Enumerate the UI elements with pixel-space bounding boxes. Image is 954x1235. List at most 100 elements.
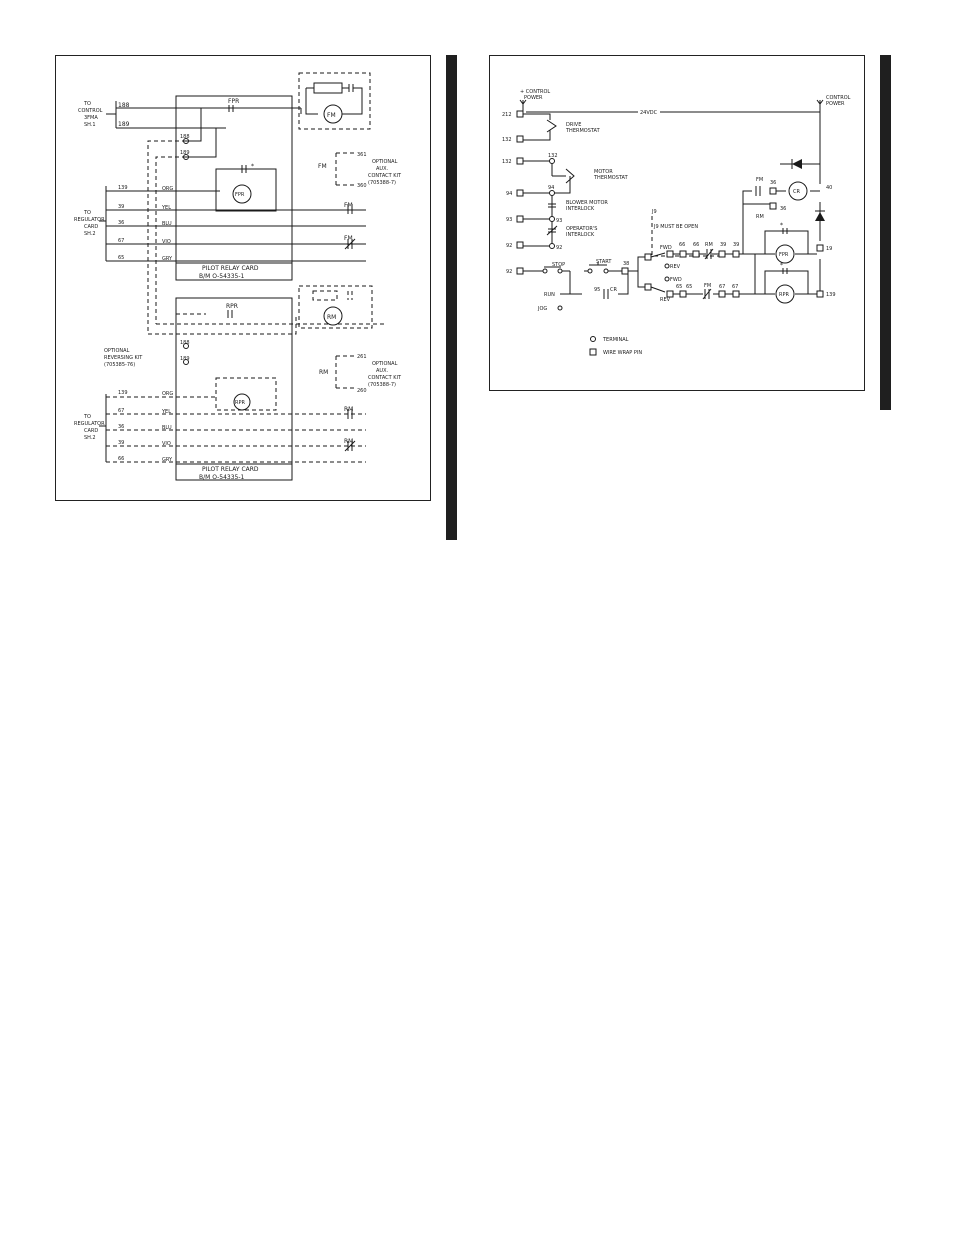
row-rev: 65 65 FM 67 67: [666, 283, 755, 300]
control-power-right: CONTROL: [826, 95, 851, 101]
card-bottom-title: PILOT RELAY CARD: [202, 466, 259, 473]
svg-text:REGULATOR: REGULATOR: [74, 217, 105, 223]
svg-text:39: 39: [118, 204, 124, 210]
svg-text:19: 19: [826, 246, 832, 252]
svg-text:188: 188: [180, 340, 190, 346]
svg-text:66: 66: [679, 242, 685, 248]
fpr-contact-label: FPR: [228, 98, 239, 105]
diode-bottom: [815, 212, 825, 221]
svg-text:36: 36: [118, 220, 124, 226]
run-label: RUN: [544, 292, 555, 298]
svg-text:3FMA: 3FMA: [84, 115, 98, 121]
to-regulator-label: TO: [83, 210, 91, 216]
left-schematic-panel: TO CONTROL 3FMA SH.1 188 189 FPR FM 188 …: [55, 55, 431, 501]
svg-text:CARD: CARD: [84, 224, 98, 230]
svg-text:B/M O-54335-1: B/M O-54335-1: [199, 273, 245, 280]
jog-label: JOG: [537, 306, 547, 312]
svg-text:40: 40: [826, 185, 832, 191]
svg-text:CR: CR: [610, 287, 617, 293]
svg-text:BLU: BLU: [162, 425, 172, 431]
to-control-bracket: [106, 101, 117, 128]
legend-pin: WIRE WRAP PIN: [603, 350, 642, 356]
pilot-relay-card-top: [175, 95, 293, 281]
svg-text:360: 360: [357, 183, 367, 189]
svg-text:RM: RM: [705, 242, 713, 248]
svg-text:FM: FM: [344, 235, 353, 242]
svg-text:GRY: GRY: [162, 457, 173, 463]
svg-text:38: 38: [623, 261, 629, 267]
left-schematic: TO CONTROL 3FMA SH.1 188 189 FPR FM 188 …: [74, 72, 402, 481]
svg-text:92: 92: [506, 243, 512, 249]
fm-contact-right: [755, 186, 761, 196]
svg-text:ORG: ORG: [162, 391, 173, 397]
svg-text:139: 139: [826, 292, 836, 298]
rm-motor-box: [298, 285, 373, 329]
right-schematic: + CONTROL POWER CONTROL POWER 24VDC 212 …: [502, 89, 851, 356]
svg-text:67: 67: [118, 408, 124, 414]
svg-text:39: 39: [733, 242, 739, 248]
fm-aux-label: FM: [318, 163, 327, 170]
svg-text:65: 65: [676, 284, 682, 290]
reversing-kit-label: OPTIONAL: [104, 348, 130, 354]
svg-text:AUX.: AUX.: [376, 368, 389, 374]
operator-interlock-symbol: [546, 225, 558, 236]
svg-text:65: 65: [686, 284, 692, 290]
svg-text:RPR: RPR: [226, 303, 238, 310]
svg-text:94: 94: [506, 191, 512, 197]
drive-thermostat-symbol: [546, 119, 557, 133]
motor-thermostat: MOTOR: [594, 169, 613, 175]
svg-text:VIO: VIO: [162, 441, 171, 447]
aux-kit-top: OPTIONAL: [372, 159, 398, 165]
svg-text:93: 93: [556, 218, 562, 224]
j9-note: J9 MUST BE OPEN: [653, 224, 698, 230]
svg-text:188: 188: [180, 134, 190, 140]
svg-text:132: 132: [502, 137, 512, 143]
svg-text:*: *: [780, 262, 783, 269]
svg-text:361: 361: [357, 152, 367, 158]
svg-text:VIO: VIO: [162, 239, 171, 245]
svg-text:36: 36: [780, 206, 786, 212]
fpr-coil-right: [775, 244, 795, 264]
svg-text:FM: FM: [327, 112, 336, 119]
svg-text:INTERLOCK: INTERLOCK: [566, 206, 595, 212]
motor-thermostat-symbol: [552, 168, 575, 184]
svg-text:139: 139: [118, 390, 128, 396]
start-button: [589, 262, 607, 266]
operator-interlock: OPERATOR'S: [566, 226, 597, 232]
svg-text:CR: CR: [793, 189, 800, 195]
svg-text:39: 39: [118, 440, 124, 446]
svg-text:REVERSING KIT: REVERSING KIT: [104, 355, 143, 361]
svg-text:(705388-7): (705388-7): [368, 180, 396, 186]
svg-text:SH.1: SH.1: [84, 122, 96, 128]
svg-text:(705385-76): (705385-76): [104, 362, 135, 368]
svg-text:189: 189: [180, 356, 190, 362]
fwd-rev-switch: [650, 252, 666, 293]
svg-text:66: 66: [118, 456, 124, 462]
rev-top: REV: [670, 264, 681, 270]
svg-text:AUX.: AUX.: [376, 166, 389, 172]
svg-text:CONTACT KIT: CONTACT KIT: [368, 375, 402, 381]
svg-text:SH.2: SH.2: [84, 231, 96, 237]
rm-motor: [323, 306, 343, 326]
rpr-coil-right: [775, 284, 795, 304]
svg-text:ORG: ORG: [162, 186, 173, 192]
regulator-wires-bottom: 139 67 36 39 66 ORG YEL BLU VIO GRY: [118, 390, 173, 463]
svg-text:65: 65: [118, 255, 124, 261]
cr-contact: [603, 289, 609, 299]
stop-label: STOP: [552, 262, 565, 268]
svg-text:132: 132: [548, 153, 558, 159]
start-label: START: [596, 259, 612, 265]
svg-text:92: 92: [556, 245, 562, 251]
svg-text:B/M O-54335-1: B/M O-54335-1: [199, 474, 245, 481]
fpr-coil: [232, 184, 252, 204]
svg-text:RM: RM: [344, 438, 353, 445]
svg-text:94: 94: [548, 185, 554, 191]
svg-text:36: 36: [770, 180, 776, 186]
terminal-legend-icon: [590, 336, 596, 342]
svg-text:GRY: GRY: [162, 256, 173, 262]
svg-text:*: *: [251, 163, 254, 170]
svg-text:FPR: FPR: [779, 252, 789, 258]
svg-text:RM: RM: [319, 369, 328, 376]
svg-text:POWER: POWER: [826, 101, 845, 107]
svg-text:95: 95: [594, 287, 600, 293]
